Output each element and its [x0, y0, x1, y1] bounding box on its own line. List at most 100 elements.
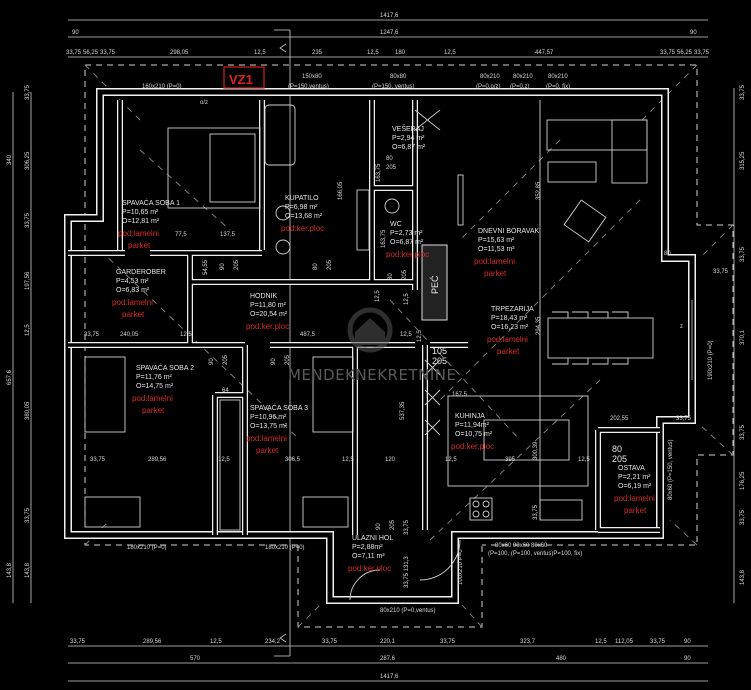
dimension-label: 33,75: [25, 84, 31, 100]
dimension-label: 12,5: [445, 457, 457, 463]
room-floor: pod:ker.ploc: [451, 442, 494, 451]
dimension-label: 12,5: [254, 50, 266, 56]
dimension-label: 352,85: [536, 181, 542, 200]
dimension-label: 33,75: [740, 509, 746, 525]
room-area: P=2,73 m²: [390, 230, 423, 237]
room-perimeter: O=20,54 m²: [250, 311, 288, 318]
room-area: P=11,94m²: [455, 422, 490, 429]
dimension-label: 56,25: [83, 50, 99, 56]
dimension-label: 64: [222, 388, 229, 394]
room-floor: parket: [128, 241, 151, 250]
dimension-label: 77,5: [175, 232, 187, 238]
window-label: 160x210 (P=0): [142, 84, 182, 90]
room-area: P=6,98 m²: [285, 204, 318, 211]
room-floor: pod:lamelni: [118, 229, 159, 238]
room-floor: parket: [122, 310, 145, 319]
window-label: (P=0,z): [510, 84, 530, 90]
room-name: ULAZNI HOL: [352, 535, 393, 542]
dimension-label: 537,35: [400, 401, 406, 420]
door-dimension: 205: [223, 354, 229, 365]
room-name: SPAVAĆA SOBA 2: [136, 363, 194, 372]
dimension-label: 163,75: [376, 163, 382, 182]
dimension-label: 143,8: [740, 569, 746, 585]
stove: [421, 244, 448, 321]
dimension-label: 12,5: [375, 290, 381, 302]
dimension-label: 12,5: [578, 457, 590, 463]
dimension-label: 380,05: [25, 401, 31, 420]
room-area: P=11,76 m²: [136, 374, 173, 381]
door-dimension: 205: [390, 519, 396, 530]
window-label: (P=150,ventus): [288, 84, 329, 90]
dimension-label: 289,56: [148, 457, 167, 463]
dimension-label: 1417,6: [380, 13, 399, 19]
room-name: DNEVNI BORAVAK: [478, 228, 540, 235]
window-label: z: [680, 324, 683, 330]
room-perimeter: O=6,87 m²: [390, 239, 424, 246]
window-label: o/z: [200, 100, 208, 106]
dimension-label: 33,75: [440, 639, 456, 645]
room-perimeter: O=6,19 m²: [618, 483, 652, 490]
dimension-label: 167,5: [452, 392, 468, 398]
room-perimeter: O=7,11 m²: [352, 553, 385, 560]
dimension-label: 12,5: [417, 330, 423, 342]
dimension-label: 12,5: [210, 639, 222, 645]
furniture: [84, 104, 654, 601]
window-label: 100x210 P=0: [458, 549, 464, 585]
dimension-label: 306,25: [25, 151, 31, 170]
dimension-label: 12,5: [25, 324, 31, 336]
door-dimension: 205: [327, 259, 333, 270]
dimension-label: 33,75: [70, 639, 86, 645]
dimension-label: 240,05: [120, 332, 139, 338]
room-area: P=4,53 m²: [116, 278, 149, 285]
room-floor: pod:ker.ploc: [246, 322, 289, 331]
room-area: P=18,43 m²: [491, 315, 528, 322]
dimension-label: 33,75: [740, 84, 746, 100]
dimension-label: 1247,6: [380, 30, 399, 36]
dimension-label: 202,55: [610, 416, 629, 422]
dimension-label: 12,5: [342, 457, 354, 463]
dimension-label: 197,56: [25, 271, 31, 290]
window-label: (P=150, ventus): [372, 84, 415, 90]
dimension-label: 90: [684, 639, 691, 645]
door-dimension: 205: [402, 269, 408, 280]
dimension-label: 315,25: [740, 151, 746, 170]
dimension-label: 370,1: [740, 329, 746, 345]
dimension-label: 33,75: [660, 50, 676, 56]
room-name: WC: [390, 221, 402, 228]
dimension-label: 287,6: [380, 656, 396, 662]
room-perimeter: O=16,23 m²: [491, 324, 529, 331]
dimension-label: 1417,6: [380, 674, 399, 680]
window-label: 80x60 (P=150, ventus): [668, 439, 674, 500]
dimension-label: 447,57: [535, 50, 554, 56]
window-label: 80x210: [548, 74, 568, 80]
room-floor: pod:lamelni: [246, 434, 287, 443]
watermark-logo: [347, 307, 393, 353]
dimension-label: 54,55: [203, 259, 209, 275]
room-name: GARDEROBER: [116, 269, 166, 276]
dimension-label: 235: [312, 50, 323, 56]
window-label: 180x210 (P=0): [127, 545, 167, 551]
door-dimension: 80: [313, 263, 319, 270]
room-area: P=2,88m²: [352, 544, 383, 551]
dimension-label: 137,5: [220, 232, 236, 238]
dimension-label: 33,75: [740, 424, 746, 440]
dimension-label: 12,5: [444, 50, 456, 56]
dimension-label: 340: [7, 154, 13, 165]
room-floor: parket: [256, 446, 279, 455]
window-label: 80x210: [513, 74, 533, 80]
room-area: P=10,65 m²: [122, 209, 159, 216]
window-label: (P=0,o/z): [476, 84, 501, 90]
door-dimension: 105: [432, 346, 447, 356]
dimension-label: 306,5: [285, 457, 301, 463]
door-dimension: 80: [612, 444, 622, 454]
dimension-label: 395: [505, 457, 516, 463]
window-label: 190x210 (P=0): [708, 340, 714, 380]
dimension-label: 33,75: [694, 50, 710, 56]
dimension-label: 12,5: [367, 50, 379, 56]
room-floor: pod:ker.ploc: [386, 250, 429, 259]
dimension-label: 166,05: [338, 181, 344, 200]
room-floor: pod:ker.ploc: [348, 564, 391, 573]
dimension-label: 289,56: [143, 639, 162, 645]
